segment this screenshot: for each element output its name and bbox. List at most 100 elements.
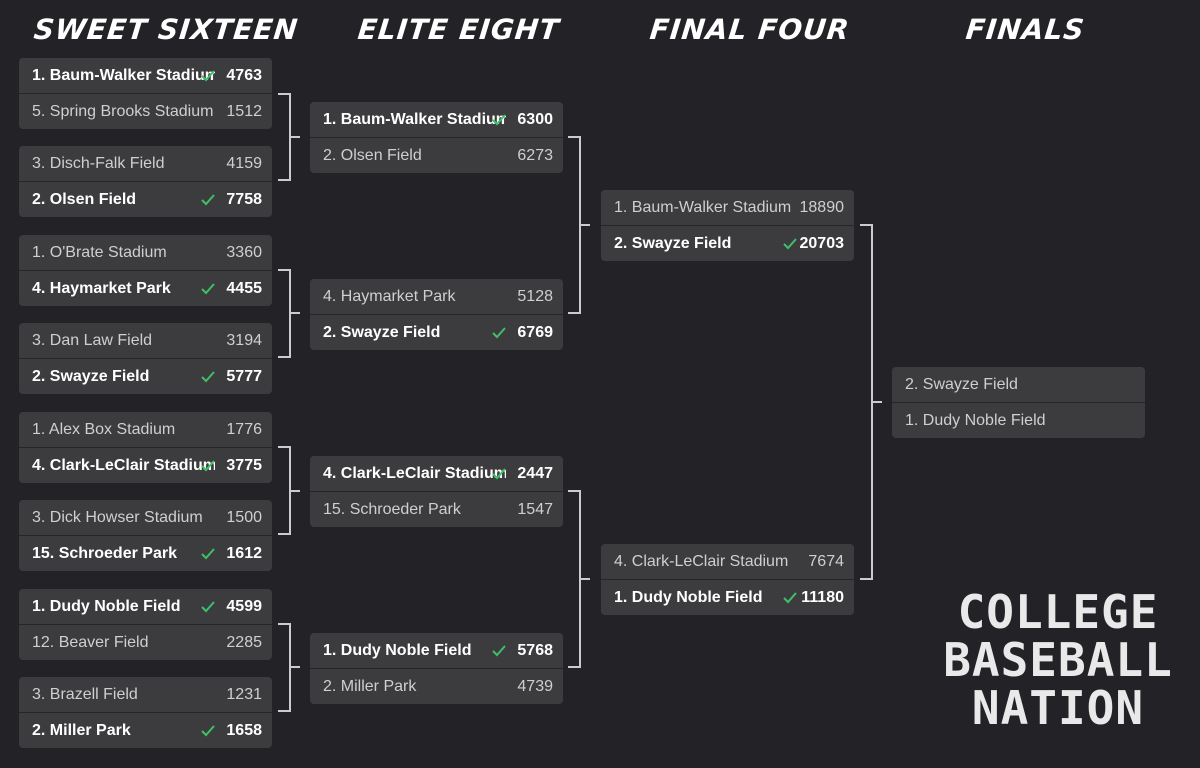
team-name: 1. Dudy Noble Field xyxy=(323,642,472,659)
check-icon xyxy=(201,70,215,82)
team-slot[interactable]: 1. Dudy Noble Field 11180 xyxy=(601,580,854,615)
team-name: 2. Swayze Field xyxy=(323,324,441,341)
team-score: 6273 xyxy=(517,147,553,164)
team-name: 1. Baum-Walker Stadium xyxy=(323,111,506,128)
team-name: 4. Clark-LeClair Stadium xyxy=(32,457,215,474)
check-icon xyxy=(201,371,215,383)
team-slot[interactable]: 2. Olsen Field 7758 xyxy=(19,182,272,217)
sweet-sixteen-match-6[interactable]: 3. Dick Howser Stadium 1500 15. Schroede… xyxy=(19,500,272,571)
team-slot[interactable]: 2. Miller Park 1658 xyxy=(19,713,272,748)
sweet-sixteen-match-2[interactable]: 3. Disch-Falk Field 4159 2. Olsen Field … xyxy=(19,146,272,217)
team-slot[interactable]: 1. Alex Box Stadium 1776 xyxy=(19,412,272,448)
team-slot[interactable]: 1. Baum-Walker Stadium 4763 xyxy=(19,58,272,94)
logo-line: COLLEGE xyxy=(957,585,1159,639)
team-score: 2447 xyxy=(517,465,553,482)
sweet-sixteen-match-8[interactable]: 3. Brazell Field 1231 2. Miller Park 165… xyxy=(19,677,272,748)
team-slot[interactable]: 2. Swayze Field 5777 xyxy=(19,359,272,394)
team-slot[interactable]: 4. Clark-LeClair Stadium 3775 xyxy=(19,448,272,483)
elite-eight-match-4[interactable]: 1. Dudy Noble Field 5768 2. Miller Park … xyxy=(310,633,563,704)
team-score: 5777 xyxy=(226,368,262,385)
sweet-sixteen-match-4[interactable]: 3. Dan Law Field 3194 2. Swayze Field 57… xyxy=(19,323,272,394)
team-score: 1776 xyxy=(226,421,262,438)
check-icon xyxy=(783,238,797,250)
check-icon xyxy=(201,283,215,295)
team-slot[interactable]: 4. Haymarket Park 5128 xyxy=(310,279,563,315)
team-score: 4455 xyxy=(226,280,262,297)
team-score: 1512 xyxy=(226,103,262,120)
team-slot[interactable]: 3. Brazell Field 1231 xyxy=(19,677,272,713)
check-icon xyxy=(492,327,506,339)
team-name: 1. Dudy Noble Field xyxy=(32,598,181,615)
elite-eight-match-1[interactable]: 1. Baum-Walker Stadium 6300 2. Olsen Fie… xyxy=(310,102,563,173)
team-score: 4739 xyxy=(517,678,553,695)
team-slot[interactable]: 3. Dan Law Field 3194 xyxy=(19,323,272,359)
elite-eight-match-2[interactable]: 4. Haymarket Park 5128 2. Swayze Field 6… xyxy=(310,279,563,350)
team-name: 15. Schroeder Park xyxy=(323,501,461,518)
sweet-sixteen-match-7[interactable]: 1. Dudy Noble Field 4599 12. Beaver Fiel… xyxy=(19,589,272,660)
elite-eight-match-3[interactable]: 4. Clark-LeClair Stadium 2447 15. Schroe… xyxy=(310,456,563,527)
team-slot[interactable]: 12. Beaver Field 2285 xyxy=(19,625,272,660)
team-slot[interactable]: 1. Dudy Noble Field xyxy=(892,403,1145,438)
team-score: 3194 xyxy=(226,332,262,349)
team-score: 18890 xyxy=(799,199,845,216)
team-slot[interactable]: 2. Swayze Field 6769 xyxy=(310,315,563,350)
check-icon xyxy=(783,592,797,604)
logo-line: BASEBALL xyxy=(943,633,1173,687)
team-score: 1231 xyxy=(226,686,262,703)
team-name: 1. Alex Box Stadium xyxy=(32,421,176,438)
sweet-sixteen-match-3[interactable]: 1. O'Brate Stadium 3360 4. Haymarket Par… xyxy=(19,235,272,306)
team-name: 2. Swayze Field xyxy=(905,376,1018,393)
team-slot[interactable]: 4. Clark-LeClair Stadium 2447 xyxy=(310,456,563,492)
team-name: 2. Miller Park xyxy=(32,722,131,739)
check-icon xyxy=(492,114,506,126)
team-name: 3. Dan Law Field xyxy=(32,332,153,349)
team-slot[interactable]: 5. Spring Brooks Stadium 1512 xyxy=(19,94,272,129)
team-name: 1. Dudy Noble Field xyxy=(905,412,1046,429)
team-slot[interactable]: 15. Schroeder Park 1612 xyxy=(19,536,272,571)
team-score: 11180 xyxy=(801,589,844,606)
check-icon xyxy=(201,548,215,560)
team-slot[interactable]: 4. Clark-LeClair Stadium 7674 xyxy=(601,544,854,580)
team-name: 1. Baum-Walker Stadium xyxy=(614,199,792,216)
team-score: 7758 xyxy=(226,191,262,208)
team-slot[interactable]: 3. Dick Howser Stadium 1500 xyxy=(19,500,272,536)
team-slot[interactable]: 15. Schroeder Park 1547 xyxy=(310,492,563,527)
team-slot[interactable]: 1. Baum-Walker Stadium 6300 xyxy=(310,102,563,138)
team-slot[interactable]: 4. Haymarket Park 4455 xyxy=(19,271,272,306)
team-slot[interactable]: 2. Miller Park 4739 xyxy=(310,669,563,704)
team-score: 3775 xyxy=(226,457,262,474)
team-name: 2. Miller Park xyxy=(323,678,417,695)
college-baseball-nation-logo: COLLEGE BASEBALL NATION xyxy=(938,588,1178,734)
team-name: 15. Schroeder Park xyxy=(32,545,177,562)
team-slot[interactable]: 2. Olsen Field 6273 xyxy=(310,138,563,173)
team-score: 1500 xyxy=(226,509,262,526)
team-name: 12. Beaver Field xyxy=(32,634,149,651)
final-four-match-1[interactable]: 1. Baum-Walker Stadium 18890 2. Swayze F… xyxy=(601,190,854,261)
finals-match[interactable]: 2. Swayze Field 1. Dudy Noble Field xyxy=(892,367,1145,438)
check-icon xyxy=(201,460,215,472)
team-slot[interactable]: 1. Dudy Noble Field 5768 xyxy=(310,633,563,669)
sweet-sixteen-match-5[interactable]: 1. Alex Box Stadium 1776 4. Clark-LeClai… xyxy=(19,412,272,483)
team-slot[interactable]: 2. Swayze Field xyxy=(892,367,1145,403)
team-name: 4. Haymarket Park xyxy=(323,288,456,305)
team-score: 1612 xyxy=(226,545,262,562)
team-score: 6769 xyxy=(517,324,553,341)
team-slot[interactable]: 1. O'Brate Stadium 3360 xyxy=(19,235,272,271)
team-name: 1. Baum-Walker Stadium xyxy=(32,67,215,84)
team-score: 4159 xyxy=(226,155,262,172)
team-slot[interactable]: 1. Baum-Walker Stadium 18890 xyxy=(601,190,854,226)
team-name: 1. Dudy Noble Field xyxy=(614,589,763,606)
sweet-sixteen-match-1[interactable]: 1. Baum-Walker Stadium 4763 5. Spring Br… xyxy=(19,58,272,129)
team-score: 1547 xyxy=(517,501,553,518)
team-name: 4. Clark-LeClair Stadium xyxy=(614,553,789,570)
final-four-match-2[interactable]: 4. Clark-LeClair Stadium 7674 1. Dudy No… xyxy=(601,544,854,615)
check-icon xyxy=(201,601,215,613)
team-slot[interactable]: 3. Disch-Falk Field 4159 xyxy=(19,146,272,182)
team-score: 5768 xyxy=(517,642,553,659)
team-name: 2. Swayze Field xyxy=(614,235,732,252)
team-score: 1658 xyxy=(226,722,262,739)
team-slot[interactable]: 2. Swayze Field 20703 xyxy=(601,226,854,261)
logo-line: NATION xyxy=(971,681,1145,735)
team-slot[interactable]: 1. Dudy Noble Field 4599 xyxy=(19,589,272,625)
